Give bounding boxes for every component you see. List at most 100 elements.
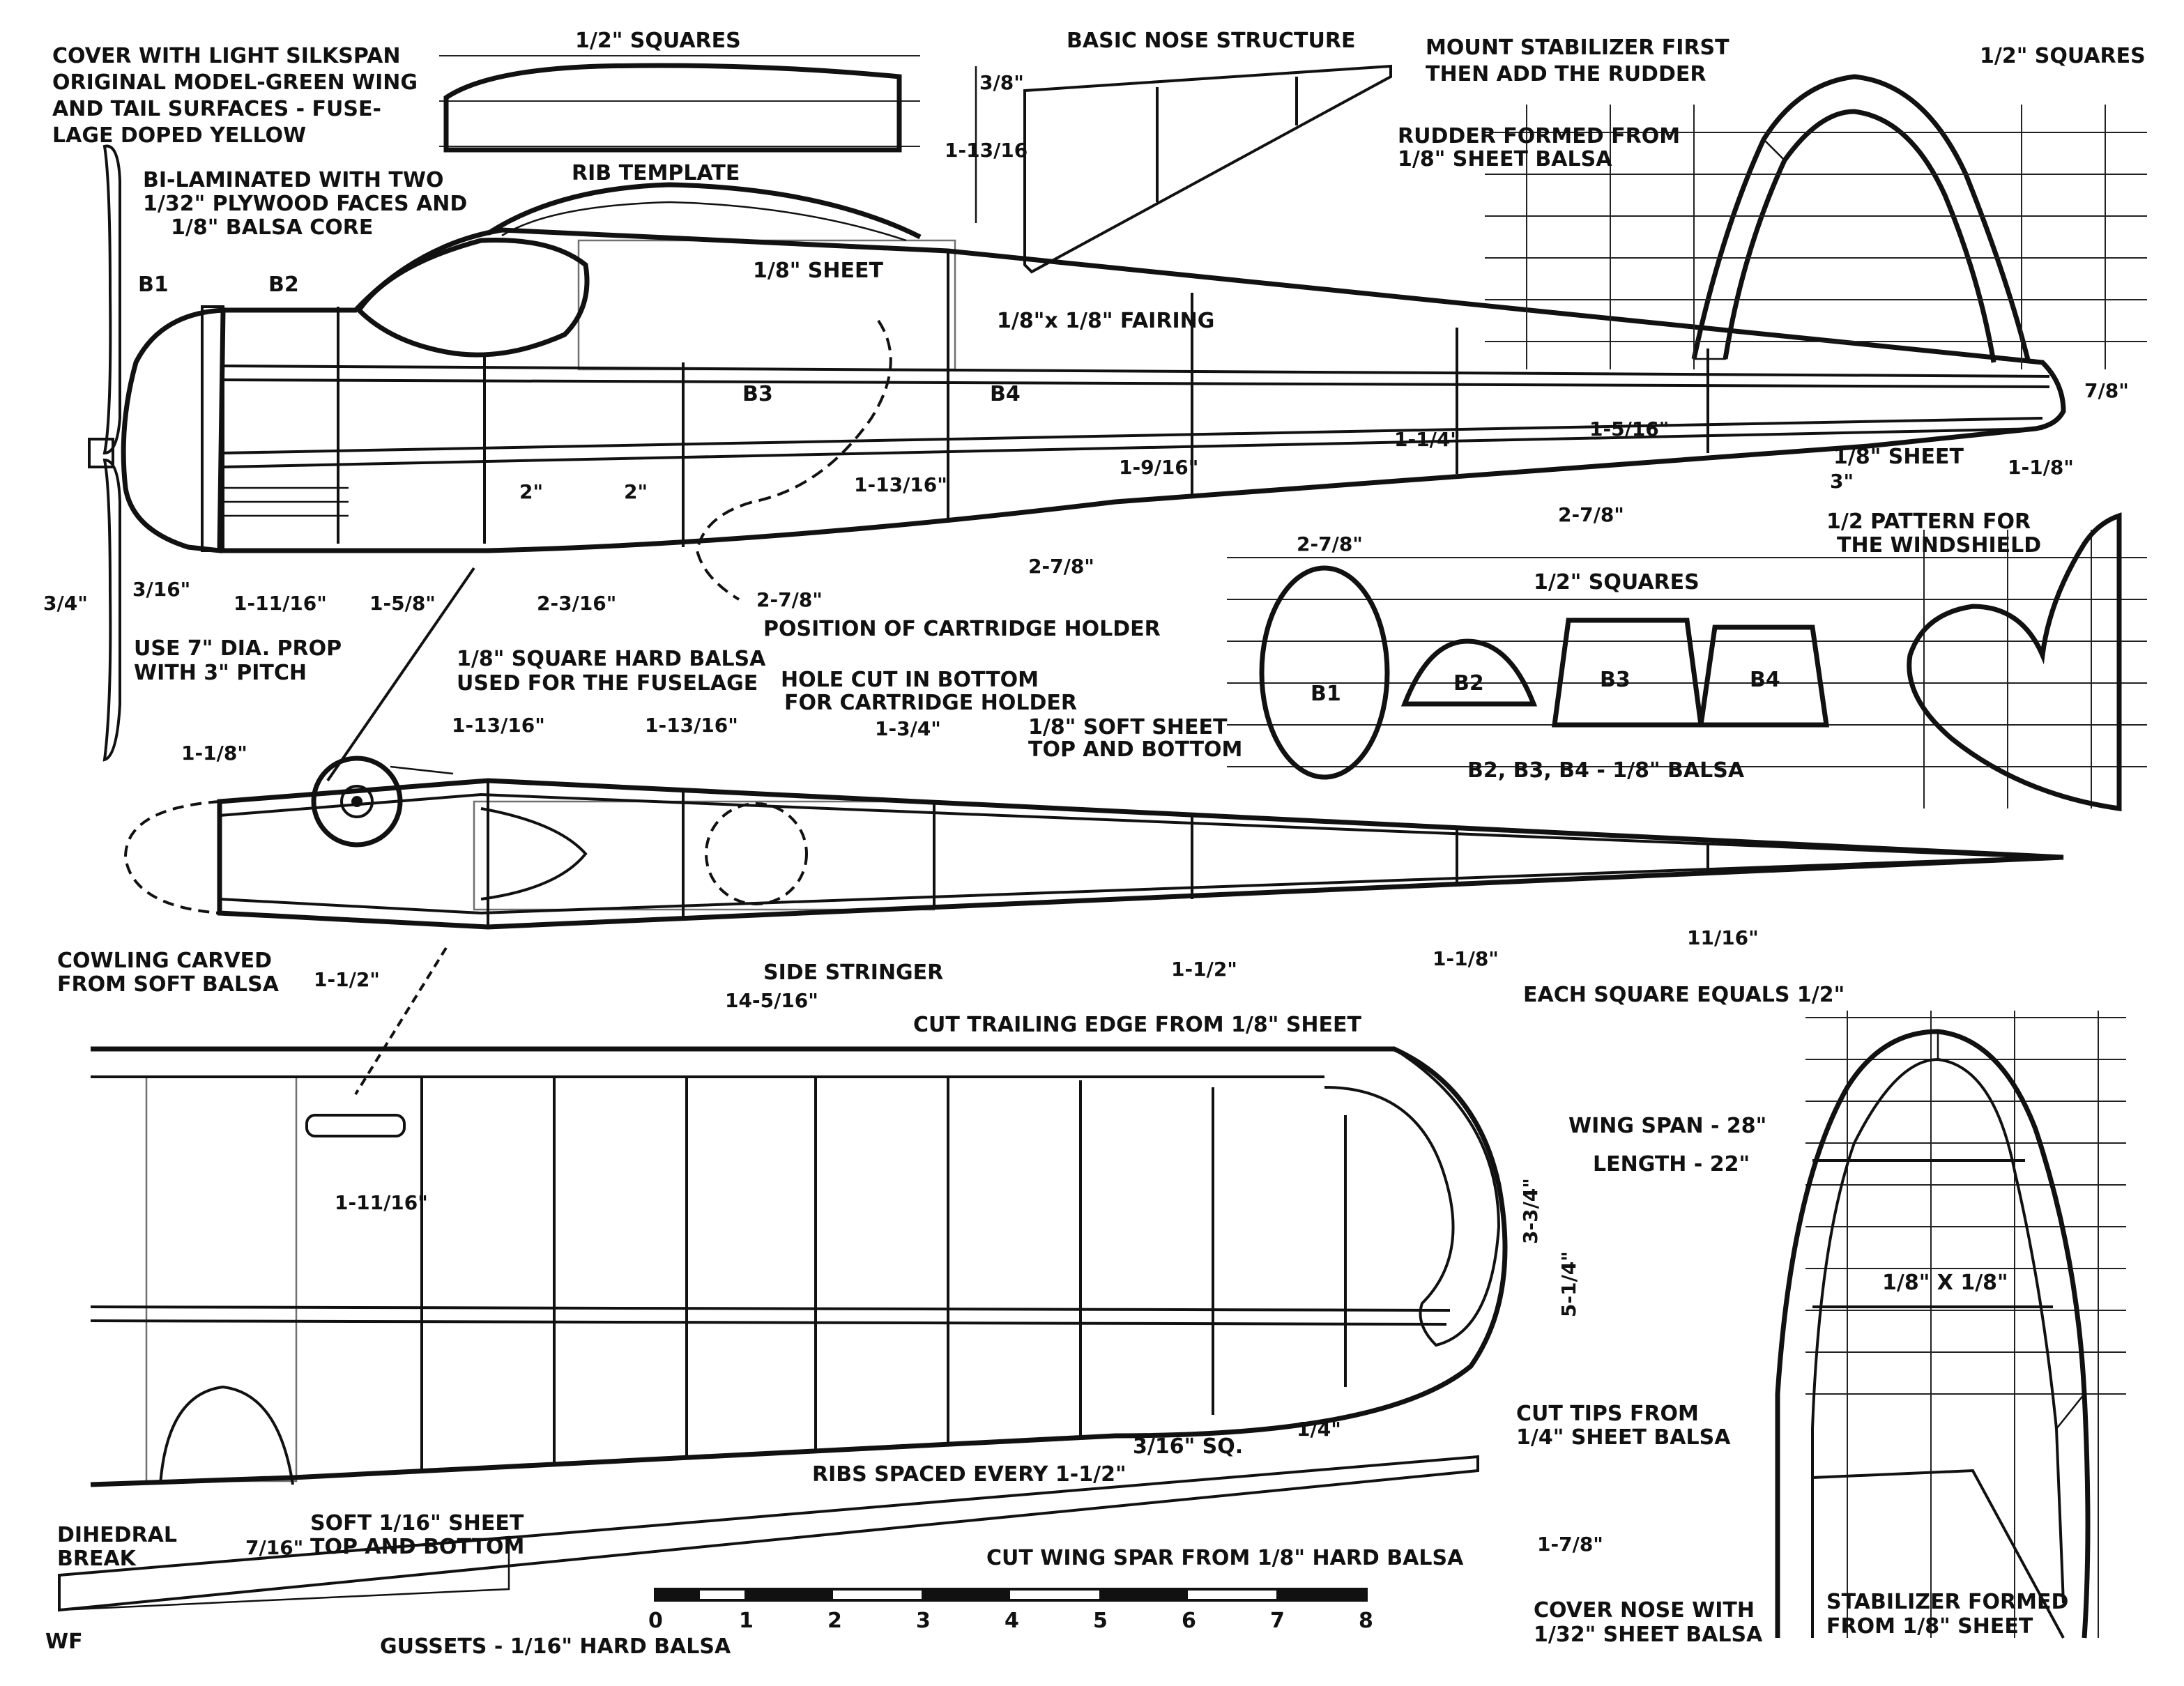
label-formers-material: B2, B3, B4 - 1/8" BALSA (1467, 758, 1745, 783)
dim-34: 3/4" (43, 592, 88, 615)
label-squares-top: 1/2" SQUARES (575, 29, 741, 53)
label-formers-b2: B2 (1453, 671, 1484, 696)
dim-1-58: 1-5/8" (369, 592, 436, 615)
label-cut-tips-2: 1/4" SHEET BALSA (1516, 1425, 1731, 1450)
dim-1-5-16: 1-5/16" (1589, 417, 1669, 440)
label-cut-tips-1: CUT TIPS FROM (1516, 1402, 1699, 1426)
dim-1-18-b: 1-1/8" (1433, 947, 1499, 970)
label-hole-cut-2: FOR CARTRIDGE HOLDER (784, 691, 1077, 715)
label-cowling-2: FROM SOFT BALSA (57, 972, 280, 997)
signature: WF (45, 1630, 83, 1654)
label-soft-116-2: TOP AND BOTTOM (310, 1535, 524, 1559)
label-squares-right: 1/2" SQUARES (1980, 44, 2146, 68)
label-soft-sheet-2: TOP AND BOTTOM (1028, 737, 1242, 762)
scale-tick-2: 2 (827, 1609, 842, 1633)
scale-tick-8: 8 (1359, 1609, 1373, 1633)
scale-tick-6: 6 (1182, 1609, 1196, 1633)
label-wing-span: WING SPAN - 28" (1568, 1114, 1766, 1138)
label-cover-nose-1: COVER NOSE WITH (1534, 1598, 1755, 1623)
label-bilam-1: BI-LAMINATED WITH TWO (143, 168, 443, 192)
label-dihedral-2: BREAK (57, 1547, 137, 1571)
scale-tick-0: 0 (648, 1609, 663, 1633)
dim-7-16: 7/16" (245, 1536, 303, 1559)
dim-14: 1/4" (1297, 1418, 1341, 1441)
label-square-balsa-1: 1/8" SQUARE HARD BALSA (457, 647, 766, 671)
label-each-square: EACH SQUARE EQUALS 1/2" (1523, 983, 1845, 1007)
dim-1-18-top: 1-1/8" (181, 742, 247, 765)
wing-plan (58, 1046, 1508, 1612)
dim-1-18-tail: 1-1/8" (2008, 456, 2074, 479)
propeller (88, 144, 121, 762)
dim-1-13-16-nose: 1-13/16 (945, 139, 1028, 162)
dim-2a: 2" (519, 480, 543, 503)
dim-2b: 2" (624, 480, 648, 503)
label-trailing-edge: CUT TRAILING EDGE FROM 1/8" SHEET (913, 1013, 1362, 1037)
stabilizer (1775, 1011, 2126, 1639)
former-b1 (1259, 565, 1390, 780)
former-b2 (1400, 638, 1538, 707)
note-cover-2: ORIGINAL MODEL-GREEN WING (52, 70, 418, 95)
label-stab-first-2: THEN ADD THE RUDDER (1426, 62, 1706, 86)
dim-14-5-16: 14-5/16" (725, 989, 818, 1012)
dim-78-tail: 7/8" (2084, 379, 2129, 402)
dim-3-16: 3/16" (132, 578, 190, 601)
dim-1-12-b: 1-1/2" (1171, 958, 1237, 981)
dim-1-9-16: 1-9/16" (1119, 456, 1198, 479)
label-cowling-1: COWLING CARVED (57, 949, 272, 973)
label-sheet-18-tail: 1/8" SHEET (1833, 445, 1964, 469)
dim-1-11-16: 1-11/16" (234, 592, 327, 615)
label-side-stringer: SIDE STRINGER (763, 960, 943, 985)
label-windshield-2: THE WINDSHIELD (1837, 533, 2041, 558)
label-prop-2: WITH 3" PITCH (134, 661, 307, 685)
rudder-grid (1485, 105, 2147, 369)
dim-5-14: 5-1/4" (1557, 1251, 1580, 1317)
dim-1-11-16-wing: 1-11/16" (335, 1191, 428, 1214)
label-length: LENGTH - 22" (1593, 1152, 1750, 1177)
label-spar-sq: 3/16" SQ. (1133, 1434, 1243, 1459)
label-prop-1: USE 7" DIA. PROP (134, 636, 342, 661)
scale-tick-1: 1 (739, 1609, 754, 1633)
basic-nose-structure (975, 64, 1392, 274)
label-b4: B4 (990, 382, 1021, 406)
label-dihedral-1: DIHEDRAL (57, 1523, 177, 1547)
label-formers-b1: B1 (1311, 682, 1341, 706)
label-hole-cut-1: HOLE CUT IN BOTTOM (781, 668, 1039, 692)
label-stab-formed-1: STABILIZER FORMED (1826, 1590, 2068, 1614)
label-cartridge: POSITION OF CARTRIDGE HOLDER (763, 617, 1161, 641)
label-fairing: 1/8"x 1/8" FAIRING (997, 309, 1214, 333)
windshield-pattern (1882, 512, 2147, 812)
label-b1: B1 (138, 273, 169, 297)
scale-tick-3: 3 (916, 1609, 931, 1633)
label-bilam-2: 1/32" PLYWOOD FACES AND (143, 192, 467, 216)
label-b2: B2 (268, 273, 299, 297)
rib-template (439, 55, 920, 153)
label-stab-formed-2: FROM 1/8" SHEET (1826, 1614, 2033, 1639)
label-square-balsa-2: USED FOR THE FUSELAGE (457, 671, 758, 696)
dim-2-78-low: 2-7/8" (756, 588, 823, 611)
label-windshield-1: 1/2 PATTERN FOR (1826, 509, 2031, 534)
note-cover-3: AND TAIL SURFACES - FUSE- (52, 97, 381, 121)
dim-2-78-mid: 2-7/8" (1028, 555, 1094, 578)
label-rudder-formed-2: 1/8" SHEET BALSA (1398, 147, 1612, 171)
dim-1-12-a: 1-1/2" (314, 968, 380, 991)
former-b4 (1697, 624, 1830, 728)
dim-1-13-16-b: 1-13/16" (645, 714, 738, 737)
fuselage-side-view (121, 74, 2147, 601)
dim-3: 3" (1830, 470, 1854, 493)
dim-1-78: 1-7/8" (1537, 1533, 1603, 1556)
label-rudder-formed-1: RUDDER FORMED FROM (1398, 124, 1680, 148)
label-cover-nose-2: 1/32" SHEET BALSA (1534, 1623, 1763, 1647)
label-squares-mid: 1/2" SQUARES (1534, 570, 1700, 595)
label-sheet-18: 1/8" SHEET (753, 259, 883, 283)
label-wing-spar: CUT WING SPAR FROM 1/8" HARD BALSA (986, 1546, 1464, 1570)
label-soft-116-1: SOFT 1/16" SHEET (310, 1511, 524, 1535)
label-soft-sheet-1: 1/8" SOFT SHEET (1028, 715, 1228, 739)
scale-tick-4: 4 (1005, 1609, 1019, 1633)
label-basic-nose: BASIC NOSE STRUCTURE (1067, 29, 1355, 53)
label-stab-spar: 1/8" X 1/8" (1882, 1271, 2008, 1295)
label-stab-first-1: MOUNT STABILIZER FIRST (1426, 36, 1729, 60)
label-ribs-spaced: RIBS SPACED EVERY 1-1/2" (812, 1462, 1127, 1487)
dim-2-3-16: 2-3/16" (537, 592, 616, 615)
label-gussets: GUSSETS - 1/16" HARD BALSA (380, 1634, 731, 1659)
